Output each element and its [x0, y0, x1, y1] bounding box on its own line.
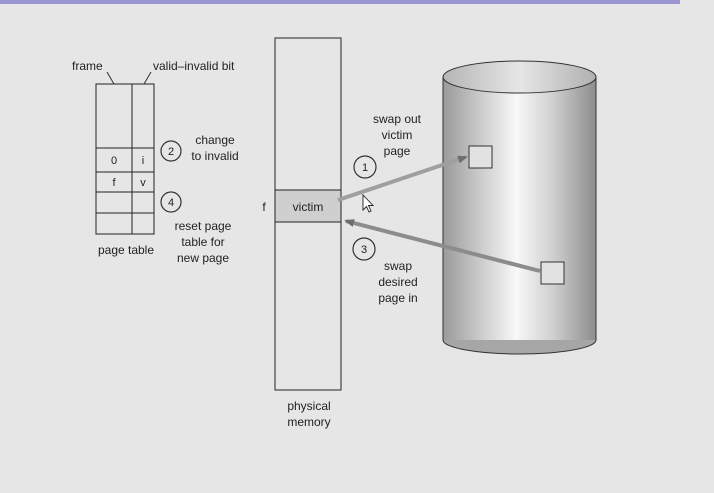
- step-3-text-line-1: swap: [384, 259, 412, 273]
- step-1-text-line-2: victim: [382, 128, 413, 142]
- step-1: 1 swap out victim page: [353, 112, 422, 179]
- memory-caption-line-1: physical: [287, 399, 330, 413]
- physical-memory: victim f physical memory: [262, 37, 342, 429]
- row2-bit-value: v: [140, 177, 146, 189]
- step-1-number: 1: [362, 162, 368, 174]
- step-4-text-line-3: new page: [177, 251, 229, 265]
- valid-bit-pointer-line: [143, 71, 152, 85]
- row2-frame-value: f: [112, 177, 116, 189]
- step-2-text-line-1: change: [195, 133, 235, 147]
- step-4-number: 4: [168, 197, 174, 209]
- valid-invalid-label: valid–invalid bit: [153, 59, 235, 73]
- desired-page-on-disk: [540, 261, 565, 285]
- memory-caption-line-2: memory: [287, 415, 330, 429]
- disk-top: [442, 60, 597, 94]
- step-4-circle: [160, 191, 182, 213]
- step-3-number: 3: [361, 244, 367, 256]
- step-3-circle: [352, 237, 376, 261]
- swap-out-arrow: [337, 155, 468, 202]
- page-table: frame valid–invalid bit 0 i f v page tab…: [72, 59, 235, 257]
- frame-pointer-line: [106, 71, 115, 85]
- top-accent-bar: [0, 0, 680, 4]
- disk-body: [443, 77, 596, 340]
- backing-store-disk: [442, 60, 597, 355]
- page-table-outline: [95, 83, 155, 235]
- step-1-circle: [353, 155, 377, 179]
- victim-frame: [274, 189, 342, 223]
- step-3-text-line-2: desired: [378, 275, 417, 289]
- frame-f-marker: f: [262, 200, 266, 214]
- step-4: 4 reset page table for new page: [160, 191, 232, 265]
- step-3: 3 swap desired page in: [352, 237, 418, 305]
- step-3-text-line-3: page in: [378, 291, 417, 305]
- step-4-text-line-2: table for: [181, 235, 224, 249]
- row1-frame-value: 0: [111, 155, 117, 167]
- row1-bit-value: i: [142, 155, 144, 167]
- mouse-cursor-icon: [362, 193, 375, 213]
- step-4-text-line-1: reset page: [175, 219, 232, 233]
- page-table-caption: page table: [98, 243, 154, 257]
- step-2: 2 change to invalid: [160, 133, 239, 163]
- step-2-circle: [160, 140, 182, 162]
- frame-label: frame: [72, 59, 103, 73]
- step-1-text-line-1: swap out: [373, 112, 422, 126]
- step-2-text-line-2: to invalid: [191, 149, 238, 163]
- step-1-text-line-3: page: [384, 144, 411, 158]
- step-2-number: 2: [168, 146, 174, 158]
- victim-page-on-disk: [468, 145, 493, 169]
- victim-label: victim: [293, 200, 324, 214]
- swap-in-arrow: [344, 219, 541, 273]
